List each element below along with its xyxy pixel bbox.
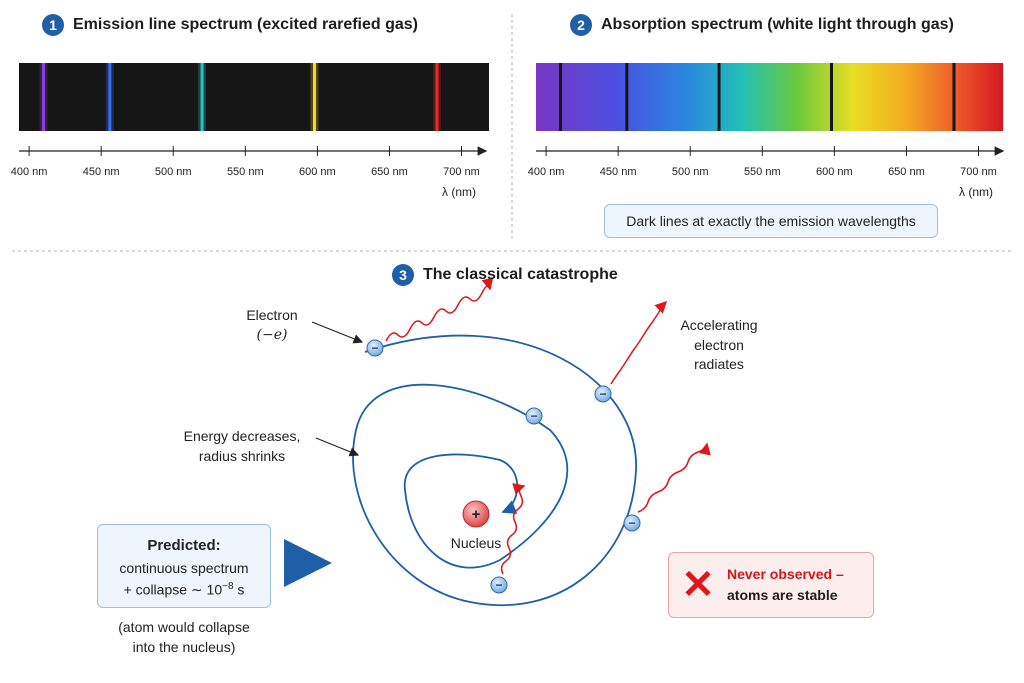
predicted-box: Predicted: continuous spectrum + collaps… [97,524,271,608]
absorption-note: Dark lines at exactly the emission wavel… [604,204,938,238]
axis-tick-label: 600 nm [299,166,336,178]
energy-pointer-arrow [315,437,360,457]
electron-pointer-arrow [311,321,364,344]
predicted-title: Predicted: [147,537,221,554]
electron-sign: − [628,516,635,530]
emission-line [435,63,439,131]
absorption-heading: 2 Absorption spectrum (white light throu… [570,14,954,36]
never-observed-text: Never observed – atoms are stable [727,564,844,606]
absorption-line [625,63,629,131]
electron-sign: − [530,409,537,423]
axis-tick-label: 650 nm [371,166,408,178]
emission-line [42,63,46,131]
electron-5: − [490,576,508,594]
axis-tick-label: 450 nm [600,166,637,178]
predicted-note-line1: (atom would collapse [118,619,250,635]
catastrophe-heading: 3 The classical catastrophe [392,264,618,286]
cross-icon: ✕ [681,563,715,607]
absorption-line [559,63,563,131]
electron-label-charge: (−e) [256,326,288,343]
predicted-note-line2: into the nucleus) [132,638,236,655]
absorption-ticks: 400 nm 450 nm 500 nm 550 nm 600 nm 650 nm 700 … [528,146,997,178]
axis-tick-label: 550 nm [227,166,264,178]
emission-line [312,63,316,131]
electron-3: − [525,407,543,425]
section-number-badge: 1 [42,14,64,36]
radiation-wave-4 [500,483,526,575]
emission-axis-label: λ (nm) [442,185,476,199]
emission-line [200,63,204,131]
axis-tick-label: 500 nm [672,166,709,178]
radiation-wave-2 [610,300,668,385]
catastrophe-title: The classical catastrophe [423,266,618,283]
electron-4: − [623,514,641,532]
predicted-line2: + collapse ∼ 10−8 s [98,579,270,601]
emission-panel: 400 nm 450 nm 500 nm 550 nm 600 nm 650 nm 700 … [11,63,489,199]
electron-sign: − [371,341,378,355]
accelerating-label-line2: electron [694,336,744,353]
predicted-note: (atom would collapse into the nucleus) [97,618,271,657]
absorption-panel: 400 nm 450 nm 500 nm 550 nm 600 nm 650 nm 700 … [528,63,1005,199]
absorption-line [717,63,721,131]
electron-label-line1: Electron [246,307,298,323]
absorption-title: Absorption spectrum (white light through… [601,16,954,33]
predicted-line2-suffix: s [233,581,245,598]
section-number-badge: 2 [570,14,592,36]
axis-tick-label: 700 nm [443,166,480,178]
predicted-line2-prefix: + collapse ∼ 10 [123,581,223,598]
accelerating-label-line1: Accelerating [680,317,758,333]
axis-tick-label: 450 nm [83,166,120,178]
axis-tick-label: 650 nm [888,166,925,178]
never-line1: Never observed – [727,566,844,582]
axis-tick-label: 400 nm [528,166,565,178]
predicted-line1: continuous spectrum [119,559,249,576]
never-observed-box: ✕ Never observed – atoms are stable [668,552,874,618]
accelerating-label: Accelerating electron radiates [664,316,774,375]
nucleus: + [462,500,490,528]
energy-label-line2: radius shrinks [198,447,286,464]
nucleus-sign: + [472,506,481,523]
axis-tick-label: 500 nm [155,166,192,178]
axis-tick-label: 600 nm [816,166,853,178]
energy-label: Energy decreases, radius shrinks [172,427,312,466]
axis-tick-label: 550 nm [744,166,781,178]
emission-line [108,63,112,131]
spiral-orbit [352,334,637,607]
predicted-exponent: −8 [222,580,234,592]
energy-label-line1: Energy decreases, [183,428,301,444]
nucleus-label: Nucleus [450,535,502,551]
electron-1: − [366,339,384,357]
emission-ticks: 400 nm 450 nm 500 nm 550 nm 600 nm 650 nm 700 … [11,146,480,178]
electron-2: − [594,385,612,403]
electron-sign: − [599,387,606,401]
absorption-axis-label: λ (nm) [959,185,993,199]
radiation-wave-3 [637,442,711,513]
electron-label: Electron (−e) [232,306,312,345]
absorption-lines [559,63,956,131]
axis-tick-label: 700 nm [960,166,997,178]
electron-sign: − [495,578,502,592]
radiation-wave-1 [385,277,494,342]
absorption-line [952,63,956,131]
section-number-badge: 3 [392,264,414,286]
absorption-strip [536,63,1003,131]
accelerating-label-line3: radiates [694,356,744,373]
emission-lines [39,63,441,131]
emission-strip [19,63,489,131]
axis-tick-label: 400 nm [11,166,48,178]
never-line2: atoms are stable [727,587,838,603]
absorption-line [829,63,833,131]
emission-heading: 1 Emission line spectrum (excited rarefi… [42,14,418,36]
emission-title: Emission line spectrum (excited rarefied… [73,16,419,33]
